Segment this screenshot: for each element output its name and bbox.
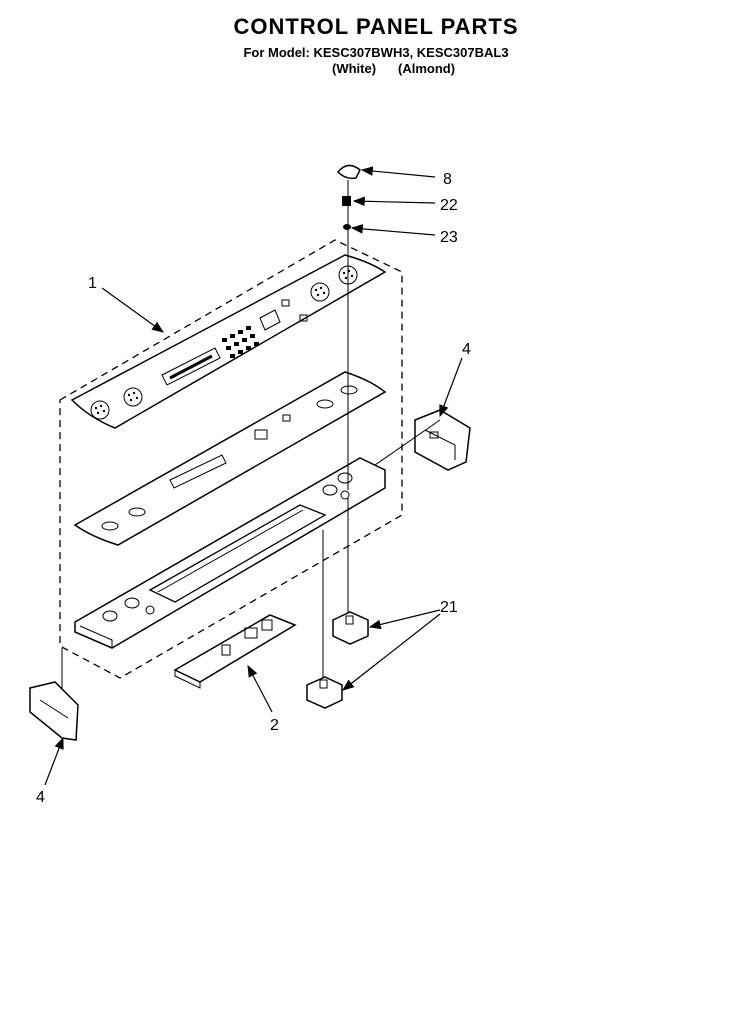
callout-end-cap-left: 4: [36, 789, 45, 806]
overlay-panel: [70, 254, 387, 429]
callout-overlay-panel: 1: [88, 275, 97, 292]
model-numbers: For Model: KESC307BWH3, KESC307BAL3: [243, 45, 509, 60]
callout-spring: 22: [440, 197, 458, 214]
callout-end-cap-right: 4: [462, 341, 471, 358]
display-opening: [148, 504, 327, 603]
callout-control-board: 2: [270, 717, 279, 734]
callout-switches: 21: [440, 599, 458, 616]
burner-dot-icon: [90, 400, 110, 420]
clip: [343, 224, 351, 230]
callout-knob: 8: [443, 171, 452, 188]
callout-clip: 23: [440, 229, 458, 246]
keypad: [222, 326, 259, 358]
control-housing: [74, 457, 386, 649]
end-cap-right: [414, 409, 471, 471]
clock-window: [259, 309, 281, 331]
variant-white: (White): [332, 61, 377, 76]
control-board: [173, 614, 297, 689]
switch: [332, 611, 369, 645]
variant-almond: (Almond): [398, 61, 456, 76]
page-title: CONTROL PANEL PARTS: [233, 14, 519, 39]
burner-dot-icon: [310, 282, 330, 302]
spring: [342, 196, 351, 206]
assembly-boundary: [59, 239, 403, 679]
insulator-panel: [73, 371, 387, 546]
burner-dot-icon: [123, 387, 143, 407]
display-window: [161, 347, 221, 386]
knob: [336, 164, 361, 180]
switch: [306, 676, 343, 709]
end-cap-left: [29, 681, 79, 741]
